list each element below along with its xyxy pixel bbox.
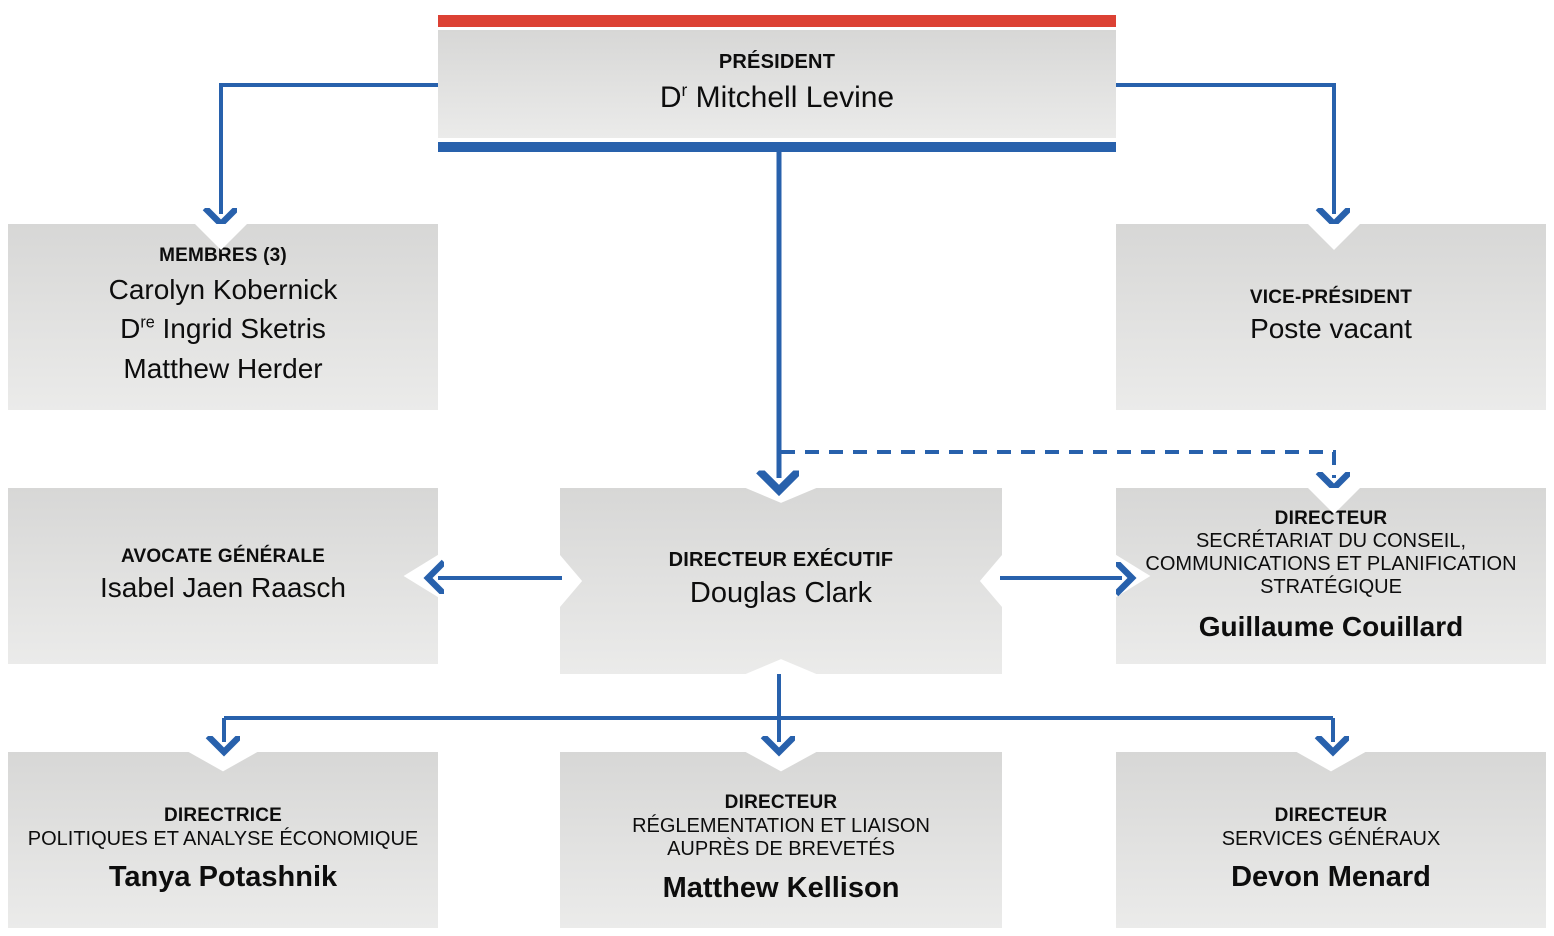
- corporate-director-title: DIRECTEUR: [1274, 805, 1388, 827]
- regulatory-director-title: DIRECTEUR: [724, 792, 838, 814]
- policy-director-subtitle-line-1: POLITIQUES ET ANALYSE ÉCONOMIQUE: [27, 827, 419, 850]
- secretariat-director-title: DIRECTEUR: [1274, 508, 1388, 529]
- policy-director-title: DIRECTRICE: [163, 805, 283, 827]
- members-person-3: Matthew Herder: [123, 353, 323, 385]
- node-corporate-director[interactable]: DIRECTEUR SERVICES GÉNÉRAUX Devon Menard: [1116, 752, 1546, 928]
- members-person-2: Dre Ingrid Sketris: [120, 313, 326, 345]
- executive-director-title: DIRECTEUR EXÉCUTIF: [668, 549, 894, 572]
- node-members[interactable]: MEMBRES (3) Carolyn Kobernick Dre Ingrid…: [8, 224, 438, 410]
- regulatory-director-subtitle-line-2: AUPRÈS DE BREVETÉS: [667, 837, 895, 860]
- connector-president-to-members: [221, 83, 438, 214]
- node-secretariat-director[interactable]: DIRECTEUR SECRÉTARIAT DU CONSEIL, COMMUN…: [1116, 488, 1546, 664]
- corporate-director-subtitle-line-1: SERVICES GÉNÉRAUX: [1221, 827, 1441, 850]
- policy-director-name: Tanya Potashnik: [108, 860, 338, 893]
- president-name: Dr Mitchell Levine: [659, 79, 895, 114]
- members-title: MEMBRES (3): [159, 245, 287, 267]
- node-policy-director[interactable]: DIRECTRICE POLITIQUES ET ANALYSE ÉCONOMI…: [8, 752, 438, 928]
- connector-dashed-president-to-secretariat: [781, 450, 1334, 478]
- president-accent-bar-red: [438, 15, 1116, 27]
- node-executive-director[interactable]: DIRECTEUR EXÉCUTIF Douglas Clark: [560, 488, 1002, 674]
- node-vice-president[interactable]: VICE-PRÉSIDENT Poste vacant: [1116, 224, 1546, 410]
- general-counsel-title: AVOCATE GÉNÉRALE: [120, 546, 326, 568]
- node-regulatory-director[interactable]: DIRECTEUR RÉGLEMENTATION ET LIAISON AUPR…: [560, 752, 1002, 928]
- connector-president-to-vice-president: [1116, 83, 1334, 214]
- node-president[interactable]: PRÉSIDENT Dr Mitchell Levine: [438, 30, 1116, 138]
- corporate-director-name: Devon Menard: [1231, 860, 1431, 893]
- members-person-1: Carolyn Kobernick: [108, 273, 338, 305]
- president-title: PRÉSIDENT: [718, 51, 836, 74]
- secretariat-director-subtitle-line-1: SECRÉTARIAT DU CONSEIL,: [1195, 530, 1467, 553]
- secretariat-director-subtitle-line-2: COMMUNICATIONS ET PLANIFICATION: [1145, 553, 1517, 576]
- vice-president-name: Poste vacant: [1250, 313, 1412, 344]
- regulatory-director-name: Matthew Kellison: [662, 871, 900, 904]
- node-general-counsel[interactable]: AVOCATE GÉNÉRALE Isabel Jaen Raasch: [8, 488, 438, 664]
- executive-director-name: Douglas Clark: [689, 576, 873, 609]
- president-accent-bar-blue: [438, 142, 1116, 152]
- vice-president-title: VICE-PRÉSIDENT: [1249, 286, 1413, 308]
- secretariat-director-name: Guillaume Couillard: [1198, 611, 1464, 643]
- secretariat-director-subtitle-line-3: STRATÉGIQUE: [1260, 576, 1402, 599]
- regulatory-director-subtitle-line-1: RÉGLEMENTATION ET LIAISON: [632, 814, 930, 837]
- connector-exec-to-bottom-row: [224, 674, 1333, 742]
- general-counsel-name: Isabel Jaen Raasch: [100, 571, 346, 603]
